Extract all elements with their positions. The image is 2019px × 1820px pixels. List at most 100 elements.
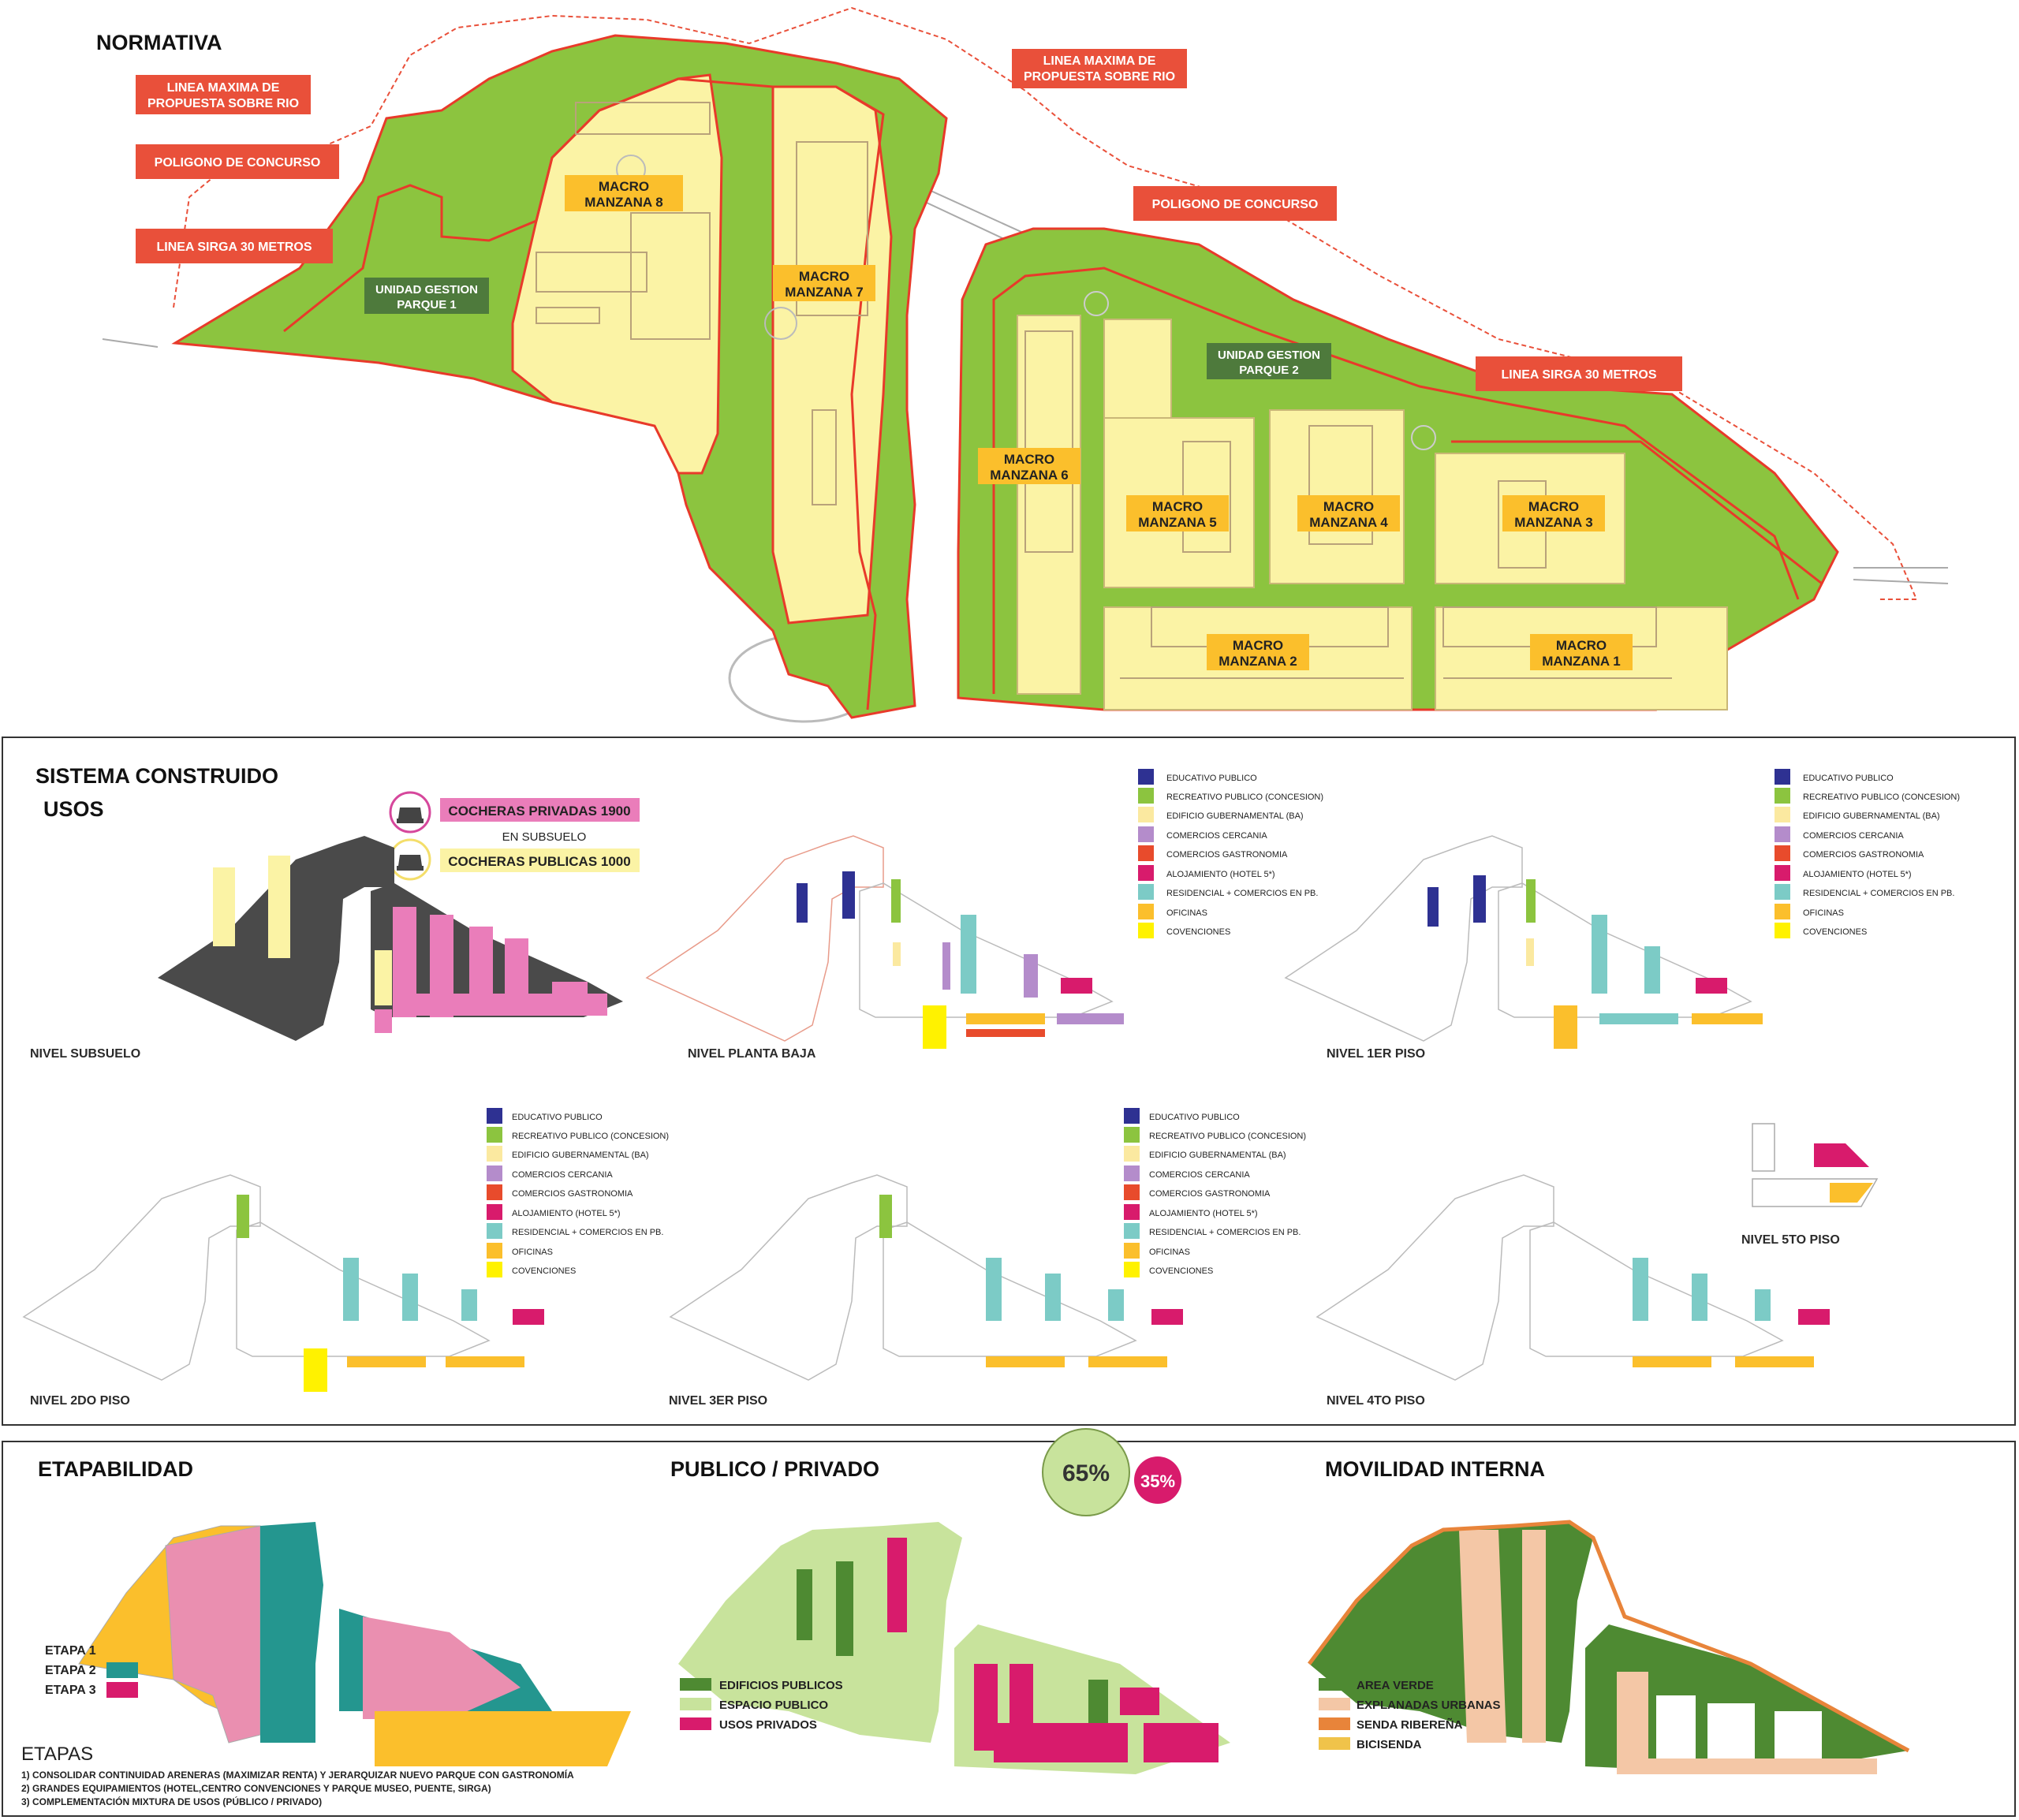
svg-text:RESIDENCIAL + COMERCIOS EN PB.: RESIDENCIAL + COMERCIOS EN PB. xyxy=(1803,889,1954,898)
publico-privado-legend: EDIFICIOS PUBLICOS ESPACIO PUBLICO USOS … xyxy=(680,1678,843,1732)
svg-text:LINEA MAXIMA DE: LINEA MAXIMA DE xyxy=(167,81,280,95)
svg-text:LINEA MAXIMA DE: LINEA MAXIMA DE xyxy=(1043,54,1156,68)
movilidad-legend: AREA VERDE EXPLANADAS URBANAS SENDA RIBE… xyxy=(1319,1678,1501,1751)
svg-text:PROPUESTA SOBRE RIO: PROPUESTA SOBRE RIO xyxy=(147,97,299,110)
max-river-line xyxy=(173,6,1918,600)
level-label-quinto-piso: NIVEL 5TO PISO xyxy=(1741,1233,1840,1247)
tag-macro-7: MACRO MANZANA 7 xyxy=(773,265,875,301)
svg-text:OFICINAS: OFICINAS xyxy=(1803,908,1844,918)
west-roundabout xyxy=(764,307,797,340)
svg-text:ALOJAMIENTO (HOTEL 5*): ALOJAMIENTO (HOTEL 5*) xyxy=(1166,870,1275,879)
svg-text:ETAPA 1: ETAPA 1 xyxy=(45,1644,96,1658)
etapas-line-3: 3) COMPLEMENTACIÓN MIXTURA DE USOS (PÚBL… xyxy=(21,1796,322,1807)
east-roundabout-2 xyxy=(1411,425,1436,450)
map-tercer-piso xyxy=(670,1174,1183,1381)
sistema-subtitle: USOS xyxy=(43,797,104,821)
svg-text:POLIGONO DE CONCURSO: POLIGONO DE CONCURSO xyxy=(155,156,321,170)
svg-text:MACRO: MACRO xyxy=(799,269,849,284)
svg-text:EDIFICIO GUBERNAMENTAL (BA): EDIFICIO GUBERNAMENTAL (BA) xyxy=(1166,811,1304,821)
macro-manzana-7-area xyxy=(771,85,893,625)
normativa-title: NORMATIVA xyxy=(96,31,222,54)
west-inner-boundary xyxy=(283,77,885,710)
movilidad-title: MOVILIDAD INTERNA xyxy=(1325,1457,1545,1481)
sistema-title: SISTEMA CONSTRUIDO xyxy=(35,764,278,788)
level-label-primer-piso: NIVEL 1ER PISO xyxy=(1327,1047,1425,1061)
etapas-line-1: 1) CONSOLIDAR CONTINUIDAD ARENERAS (MAXI… xyxy=(21,1769,574,1781)
svg-text:COMERCIOS GASTRONOMIA: COMERCIOS GASTRONOMIA xyxy=(512,1189,633,1199)
level-label-segundo-piso: NIVEL 2DO PISO xyxy=(30,1394,130,1408)
svg-text:RESIDENCIAL + COMERCIOS EN PB.: RESIDENCIAL + COMERCIOS EN PB. xyxy=(512,1228,663,1237)
tag-linea-maxima-left: LINEA MAXIMA DE PROPUESTA SOBRE RIO xyxy=(136,75,311,114)
tag-macro-4: MACRO MANZANA 4 xyxy=(1297,495,1400,531)
svg-text:MACRO: MACRO xyxy=(1528,499,1579,514)
macro-manzana-tags: MACRO MANZANA 8 MACRO MANZANA 7 MACRO MA… xyxy=(565,175,1633,670)
unidad-gestion-parque-1: UNIDAD GESTION PARQUE 1 xyxy=(364,278,489,314)
etapas-line-2: 2) GRANDES EQUIPAMIENTOS (HOTEL,CENTRO C… xyxy=(21,1783,491,1794)
svg-text:OFICINAS: OFICINAS xyxy=(1149,1248,1190,1257)
svg-text:RECREATIVO PUBLICO (CONCESION): RECREATIVO PUBLICO (CONCESION) xyxy=(1149,1132,1306,1141)
svg-text:COMERCIOS CERCANIA: COMERCIOS CERCANIA xyxy=(1803,831,1904,841)
etapas-title: ETAPAS xyxy=(21,1744,93,1765)
svg-text:EDUCATIVO PUBLICO: EDUCATIVO PUBLICO xyxy=(512,1113,603,1122)
tag-sirga-right: LINEA SIRGA 30 METROS xyxy=(1476,356,1682,391)
etapabilidad-title: ETAPABILIDAD xyxy=(38,1457,193,1481)
publico-privado-title: PUBLICO / PRIVADO xyxy=(670,1457,879,1481)
svg-text:MACRO: MACRO xyxy=(1556,638,1607,653)
map-cuarto-piso xyxy=(1316,1174,1830,1381)
svg-text:PROPUESTA SOBRE RIO: PROPUESTA SOBRE RIO xyxy=(1024,70,1175,84)
svg-text:MANZANA 3: MANZANA 3 xyxy=(1514,515,1592,530)
svg-text:UNIDAD GESTION: UNIDAD GESTION xyxy=(1218,349,1320,362)
svg-text:COMERCIOS CERCANIA: COMERCIOS CERCANIA xyxy=(1166,831,1267,841)
svg-text:AREA VERDE: AREA VERDE xyxy=(1357,1679,1434,1692)
svg-text:COVENCIONES: COVENCIONES xyxy=(1149,1266,1213,1276)
svg-text:COCHERAS PRIVADAS 1900: COCHERAS PRIVADAS 1900 xyxy=(448,804,630,819)
svg-text:RESIDENCIAL + COMERCIOS EN PB.: RESIDENCIAL + COMERCIOS EN PB. xyxy=(1166,889,1318,898)
svg-text:EDUCATIVO PUBLICO: EDUCATIVO PUBLICO xyxy=(1803,774,1894,783)
tag-macro-3: MACRO MANZANA 3 xyxy=(1502,495,1605,531)
svg-text:LINEA SIRGA 30 METROS: LINEA SIRGA 30 METROS xyxy=(1501,368,1656,382)
svg-text:COMERCIOS CERCANIA: COMERCIOS CERCANIA xyxy=(1149,1170,1250,1180)
svg-text:COMERCIOS GASTRONOMIA: COMERCIOS GASTRONOMIA xyxy=(1149,1189,1271,1199)
tag-macro-1: MACRO MANZANA 1 xyxy=(1530,634,1633,670)
svg-text:MANZANA 2: MANZANA 2 xyxy=(1218,654,1297,669)
svg-text:PARQUE 1: PARQUE 1 xyxy=(397,298,457,311)
svg-text:MANZANA 4: MANZANA 4 xyxy=(1309,515,1388,530)
map-planta-baja xyxy=(646,835,1124,1049)
svg-text:COCHERAS PUBLICAS 1000: COCHERAS PUBLICAS 1000 xyxy=(448,854,630,869)
svg-text:65%: 65% xyxy=(1062,1460,1110,1486)
east-inner-boundary xyxy=(992,267,1800,694)
uses-legend-a: EDUCATIVO PUBLICO RECREATIVO PUBLICO (CO… xyxy=(1138,769,1323,938)
svg-text:ALOJAMIENTO (HOTEL 5*): ALOJAMIENTO (HOTEL 5*) xyxy=(1803,870,1912,879)
map-primer-piso xyxy=(1285,835,1763,1049)
svg-text:MANZANA 8: MANZANA 8 xyxy=(584,195,662,210)
pct-private-badge: 35% xyxy=(1134,1456,1181,1504)
svg-text:POLIGONO DE CONCURSO: POLIGONO DE CONCURSO xyxy=(1152,198,1319,211)
pct-public-badge: 65% xyxy=(1042,1428,1130,1516)
unidad-gestion-parque-2: UNIDAD GESTION PARQUE 2 xyxy=(1207,343,1331,379)
normativa-section: NORMATIVA LINEA MAXIMA DE PROPUESTA SOBR… xyxy=(96,6,1949,723)
map-quinto-piso xyxy=(1752,1123,1879,1207)
tag-macro-2: MACRO MANZANA 2 xyxy=(1207,634,1309,670)
svg-text:ETAPA 2: ETAPA 2 xyxy=(45,1664,96,1677)
svg-text:EDIFICIOS PUBLICOS: EDIFICIOS PUBLICOS xyxy=(719,1679,843,1692)
tag-sirga-left: LINEA SIRGA 30 METROS xyxy=(136,229,333,263)
map-movilidad xyxy=(1308,1520,1910,1774)
tag-linea-maxima-right: LINEA MAXIMA DE PROPUESTA SOBRE RIO xyxy=(1012,49,1187,88)
bottom-section: ETAPABILIDAD ETAPA 1 ETAPA 2 ETAPA 3 ETA… xyxy=(2,1428,2016,1817)
map-publico-privado xyxy=(678,1522,1230,1774)
svg-text:COMERCIOS GASTRONOMIA: COMERCIOS GASTRONOMIA xyxy=(1803,850,1924,860)
svg-text:ALOJAMIENTO (HOTEL 5*): ALOJAMIENTO (HOTEL 5*) xyxy=(1149,1209,1258,1218)
svg-text:ETAPA 3: ETAPA 3 xyxy=(45,1684,96,1697)
level-label-planta-baja: NIVEL PLANTA BAJA xyxy=(688,1047,816,1061)
tag-poligono-right: POLIGONO DE CONCURSO xyxy=(1133,186,1337,221)
svg-text:EXPLANADAS URBANAS: EXPLANADAS URBANAS xyxy=(1357,1699,1501,1712)
svg-text:RECREATIVO PUBLICO (CONCESION): RECREATIVO PUBLICO (CONCESION) xyxy=(1803,793,1960,802)
etapa-legend: ETAPA 1 ETAPA 2 ETAPA 3 xyxy=(45,1643,138,1698)
svg-text:MACRO: MACRO xyxy=(599,179,649,194)
svg-text:UNIDAD GESTION: UNIDAD GESTION xyxy=(375,283,478,296)
tag-macro-5: MACRO MANZANA 5 xyxy=(1126,495,1229,531)
car-icon-private xyxy=(397,807,424,823)
car-icon-public xyxy=(397,855,424,871)
level-label-tercer-piso: NIVEL 3ER PISO xyxy=(669,1394,767,1408)
svg-text:COVENCIONES: COVENCIONES xyxy=(1166,927,1230,937)
